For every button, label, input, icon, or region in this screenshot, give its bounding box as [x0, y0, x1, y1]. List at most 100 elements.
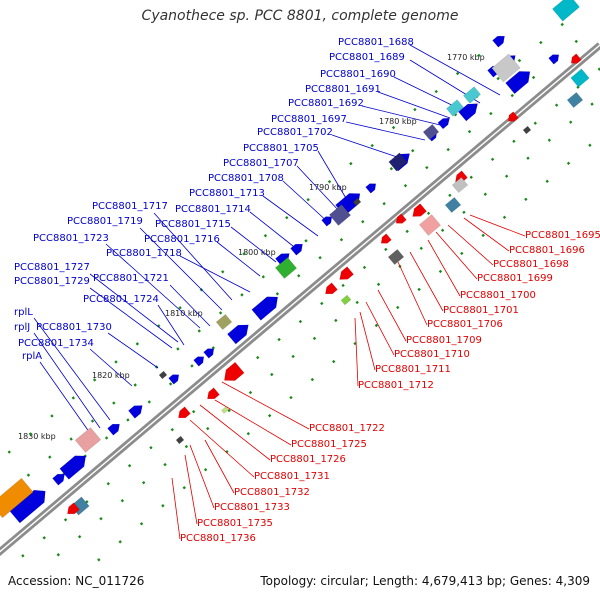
gene-label-reverse[interactable]: PCC8801_1711 — [375, 364, 451, 375]
gene-label-forward[interactable]: PCC8801_1719 — [67, 216, 143, 227]
scale-tick-dot — [496, 76, 500, 81]
gene-block-cyan — [552, 0, 580, 22]
scale-tick-dot — [242, 252, 246, 256]
scale-tick-dot — [446, 147, 450, 152]
gene-arrow-forward — [492, 35, 505, 48]
gene-label-forward[interactable]: PCC8801_1690 — [320, 69, 396, 80]
leader-line-forward — [361, 105, 441, 126]
gene-label-forward[interactable]: PCC8801_1730 — [36, 322, 112, 333]
gene-label-forward[interactable]: PCC8801_1697 — [271, 114, 347, 125]
scale-tick-dot — [524, 197, 528, 202]
scale-tick-dot — [112, 401, 116, 405]
scale-tick-dot — [361, 219, 365, 224]
gene-label-reverse[interactable]: PCC8801_1735 — [197, 518, 273, 529]
gene-label-reverse[interactable]: PCC8801_1731 — [254, 471, 330, 482]
gene-arrow-forward — [251, 296, 279, 321]
leader-line-forward — [169, 284, 211, 327]
scale-tick-dot — [90, 419, 95, 423]
scale-tick-dot — [42, 536, 46, 540]
gene-label-forward[interactable]: PCC8801_1705 — [243, 143, 319, 154]
gene-arrow-forward — [505, 71, 531, 95]
scale-tick-dot — [417, 287, 421, 292]
gene-label-forward[interactable]: PCC8801_1689 — [329, 52, 405, 63]
kbp-tick-label: 1780 kbp — [379, 117, 417, 126]
gene-block-pink — [74, 427, 102, 453]
gene-label-forward[interactable]: PCC8801_1691 — [305, 84, 381, 95]
scale-tick-dot — [318, 256, 322, 260]
gene-block-dark — [175, 435, 185, 445]
gene-label-reverse[interactable]: PCC8801_1696 — [509, 245, 585, 256]
leader-line-forward — [39, 361, 93, 437]
label-leader-lines — [33, 44, 526, 540]
gene-label-forward[interactable]: rplL — [14, 307, 33, 318]
gene-label-forward[interactable]: PCC8801_1734 — [18, 338, 94, 349]
scale-tick-dot — [539, 40, 543, 45]
scale-tick-dot — [455, 71, 460, 76]
gene-arrow-forward — [128, 405, 143, 419]
gene-label-forward[interactable]: PCC8801_1702 — [257, 127, 333, 138]
leader-line-forward — [249, 211, 299, 251]
gene-label-forward[interactable]: PCC8801_1713 — [189, 188, 265, 199]
gene-label-forward[interactable]: PCC8801_1723 — [33, 233, 109, 244]
leader-line-forward — [153, 212, 233, 301]
scale-tick-dot — [133, 383, 137, 387]
kbp-tick-label: 1800 kbp — [238, 248, 276, 257]
scale-tick-dot — [467, 129, 472, 134]
gene-label-reverse[interactable]: PCC8801_1712 — [358, 380, 434, 391]
gene-label-forward[interactable]: PCC8801_1714 — [175, 204, 251, 215]
gene-label-reverse[interactable]: PCC8801_1695 — [525, 230, 600, 241]
gene-label-forward[interactable]: PCC8801_1729 — [14, 276, 90, 287]
gene-block-teal — [444, 196, 462, 214]
gene-label-reverse[interactable]: PCC8801_1732 — [234, 487, 310, 498]
gene-arrow-reverse — [412, 203, 427, 217]
scale-tick-dot — [48, 455, 52, 459]
gene-label-forward[interactable]: PCC8801_1718 — [106, 248, 182, 259]
gene-label-reverse[interactable]: PCC8801_1700 — [460, 290, 536, 301]
gene-label-reverse[interactable]: PCC8801_1726 — [270, 454, 346, 465]
gene-label-reverse[interactable]: PCC8801_1701 — [443, 305, 519, 316]
gene-label-reverse[interactable]: PCC8801_1709 — [406, 335, 482, 346]
scale-tick-dot — [413, 107, 417, 112]
gene-label-forward[interactable]: PCC8801_1727 — [14, 262, 90, 273]
scale-tick-dot — [332, 359, 336, 364]
gene-label-reverse[interactable]: PCC8801_1706 — [427, 319, 503, 330]
gene-label-forward[interactable]: PCC8801_1716 — [144, 234, 220, 245]
scale-tick-dot — [184, 444, 189, 449]
gene-label-forward[interactable]: PCC8801_1688 — [338, 37, 414, 48]
gene-label-forward[interactable]: rplA — [22, 351, 42, 362]
gene-label-reverse[interactable]: PCC8801_1698 — [493, 259, 569, 270]
scale-tick-dot — [114, 360, 118, 364]
gene-label-forward[interactable]: PCC8801_1707 — [223, 158, 299, 169]
scale-tick-dot — [504, 174, 509, 178]
scale-tick-dot — [590, 102, 594, 106]
reverse-gene-labels: PCC8801_1695 PCC8801_1696 PCC8801_1698 P… — [180, 230, 600, 544]
gene-label-forward[interactable]: PCC8801_1717 — [92, 201, 168, 212]
scale-tick-dot — [261, 275, 265, 279]
gene-label-forward[interactable]: PCC8801_1715 — [155, 219, 231, 230]
scale-tick-dot — [69, 437, 73, 441]
gene-label-forward[interactable]: PCC8801_1721 — [93, 273, 169, 284]
gene-label-forward[interactable]: PCC8801_1692 — [288, 98, 364, 109]
scale-tick-dot — [168, 382, 173, 386]
scale-tick-dot — [221, 270, 225, 274]
leader-line-reverse — [171, 477, 181, 540]
gene-label-reverse[interactable]: PCC8801_1710 — [394, 349, 470, 360]
scale-tick-dot — [135, 342, 140, 346]
gene-label-forward[interactable]: rplJ — [14, 322, 30, 333]
scale-tick-dot — [403, 183, 408, 188]
gene-label-reverse[interactable]: PCC8801_1699 — [477, 273, 553, 284]
scale-tick-dot — [118, 540, 122, 544]
gene-label-forward[interactable]: PCC8801_1724 — [83, 294, 159, 305]
gene-label-reverse[interactable]: PCC8801_1722 — [309, 423, 385, 434]
leader-line-reverse — [199, 404, 271, 461]
scale-tick-dot — [50, 414, 54, 418]
leader-line-forward — [262, 195, 319, 237]
scale-tick-dot — [289, 395, 293, 400]
scale-tick-dot — [267, 413, 272, 418]
gene-arrow-forward — [203, 348, 215, 359]
gene-label-reverse[interactable]: PCC8801_1725 — [291, 439, 367, 450]
gene-label-forward[interactable]: PCC8801_1708 — [208, 173, 284, 184]
gene-label-reverse[interactable]: PCC8801_1736 — [180, 533, 256, 544]
scale-tick-dot — [285, 216, 289, 220]
gene-label-reverse[interactable]: PCC8801_1733 — [214, 502, 290, 513]
